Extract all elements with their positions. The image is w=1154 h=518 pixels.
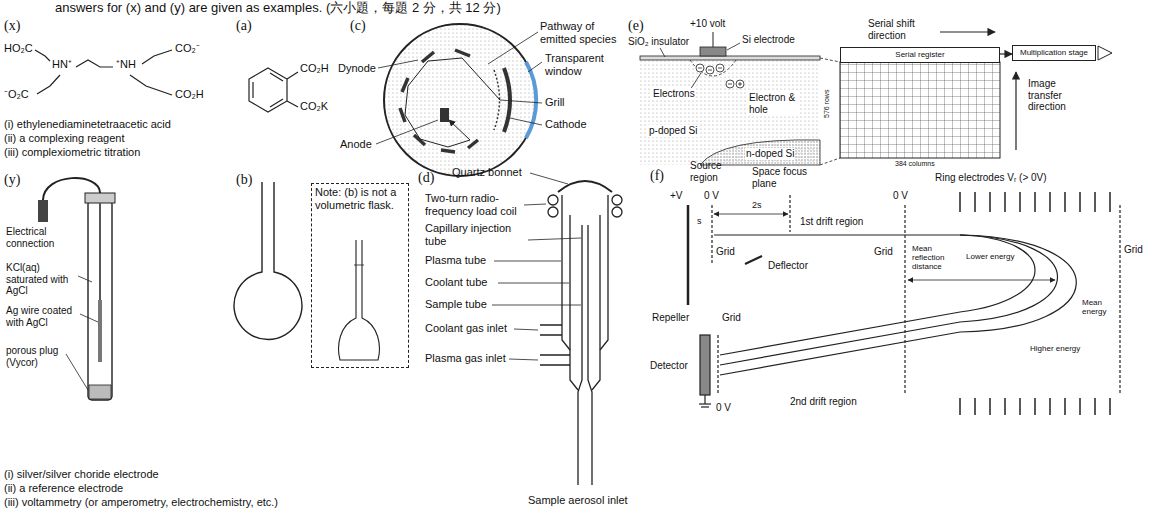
answer-text: (i) silver/silver choride electrode	[4, 468, 159, 481]
answer-text: (ii) a reference electrode	[4, 482, 123, 495]
part-label: Sample tube	[425, 298, 487, 311]
region-label: 2nd drift region	[790, 396, 857, 408]
panel-letter: (e)	[628, 18, 644, 34]
voltage-label: 0 V	[893, 190, 908, 202]
chemical-group: HO₂C	[4, 42, 33, 55]
part-label: porous plug (Vycor)	[6, 345, 66, 368]
chemical-group: CO₂H	[175, 88, 204, 101]
part-label: Grill	[545, 96, 565, 109]
panel-letter: (b)	[236, 172, 252, 188]
stage-box: Multiplication stage	[1012, 45, 1096, 61]
flow-arrow	[1000, 53, 1012, 54]
dimension-label: 2s	[752, 200, 762, 210]
region-label: 1st drift region	[800, 216, 863, 228]
voltage-label: 0 V	[716, 402, 731, 414]
photomultiplier	[376, 24, 542, 176]
box-text: Serial register	[895, 50, 944, 59]
chemical-group: ⁻O₂C	[4, 88, 29, 101]
part-label: Si electrode	[742, 34, 795, 46]
curve-label: Higher energy	[1030, 344, 1080, 353]
curve-label: Mean energy	[1082, 298, 1116, 316]
answer-text: (iii) complexiometric titration	[4, 146, 140, 159]
part-label: p-doped Si	[648, 125, 698, 137]
part-label: Grid	[716, 246, 735, 258]
panel-letter: (f)	[650, 168, 664, 184]
part-label: Grid	[722, 312, 741, 324]
part-label: Transparent window	[545, 52, 615, 77]
part-label: Electrons	[652, 88, 696, 100]
part-label: Electron & hole	[748, 92, 800, 115]
note-box: Note: (b) is not a volumetric flask.	[311, 183, 409, 368]
part-label: Pathway of emitted species	[540, 20, 620, 45]
reference-electrode	[38, 178, 115, 400]
part-label: Grid	[1124, 244, 1143, 256]
voltage-label: 0 V	[704, 190, 719, 202]
panel-letter: (c)	[350, 18, 366, 34]
part-label: Quartz bonnet	[452, 166, 522, 179]
box-text: Multiplication stage	[1020, 48, 1088, 57]
part-label: Two-turn radio-frequency load coil	[425, 192, 530, 217]
chemical-group: CO₂H	[300, 62, 329, 75]
part-label: Deflector	[768, 260, 808, 272]
dimension-label: Mean reflection distance	[912, 244, 957, 272]
chemical-group: HN⁺	[52, 58, 72, 71]
part-label: Ring electrodes Vᵣ (> 0V)	[935, 172, 1047, 184]
dimension-label: 384 columns	[895, 160, 935, 168]
part-label: Repeller	[652, 312, 689, 324]
region-label: Space focus plane	[752, 166, 808, 189]
curve-label: Lower energy	[966, 252, 1014, 261]
answer-text: (iii) voltammetry (or amperometry, elect…	[4, 496, 278, 509]
arrow-label: Serial shift direction	[868, 18, 938, 41]
part-label: Cathode	[545, 118, 587, 131]
icp-torch	[492, 173, 622, 485]
part-label: Plasma tube	[425, 254, 486, 267]
ccd-illustration	[640, 32, 1112, 165]
part-label: n-doped Si	[745, 148, 795, 160]
part-label: Coolant gas inlet	[425, 322, 507, 335]
part-label: KCl(aq) saturated with AgCl	[6, 262, 81, 297]
arrow-label: Image transfer direction	[1028, 78, 1088, 113]
part-label: Dynode	[338, 62, 376, 75]
panel-letter: (d)	[418, 170, 434, 186]
tof-analyser	[688, 192, 1120, 415]
benzene-ring	[249, 68, 298, 112]
box-text: Note: (b) is not a volumetric flask.	[315, 186, 405, 211]
part-label: Grid	[874, 246, 893, 258]
panel-letter: (y)	[4, 172, 20, 188]
dimension-label: s	[697, 216, 702, 226]
part-label: Capillary injection tube	[425, 222, 525, 247]
part-label: Sample aerosol inlet	[528, 494, 628, 507]
chemical-group: CO₂K	[300, 100, 328, 113]
answer-text: (i) ethylenediaminetetraacetic acid	[4, 118, 171, 131]
part-label: Electrical connection	[6, 226, 76, 249]
part-label: Detector	[650, 360, 688, 372]
dimension-label: 576 rows	[823, 90, 831, 118]
part-label: Coolant tube	[425, 276, 487, 289]
part-label: Anode	[340, 138, 372, 151]
chemical-group: ⁺NH	[116, 58, 136, 71]
part-label: Plasma gas inlet	[425, 352, 506, 365]
panel-letter: (a)	[236, 18, 252, 34]
voltage-label: +V	[670, 190, 683, 202]
part-label: SiO₂ insulator	[628, 36, 689, 48]
register-box: Serial register	[840, 47, 1000, 63]
region-label: Source region	[690, 160, 740, 183]
chemical-group: CO₂⁻	[175, 42, 200, 55]
panel-letter: (x)	[4, 18, 20, 34]
answer-text: (ii) a complexing reagent	[4, 132, 124, 145]
part-label: Ag wire coated with AgCl	[6, 305, 78, 328]
voltage-label: +10 volt	[690, 18, 725, 30]
edta-bonds	[35, 50, 172, 95]
heading-text: answers for (x) and (y) are given as exa…	[55, 1, 501, 16]
